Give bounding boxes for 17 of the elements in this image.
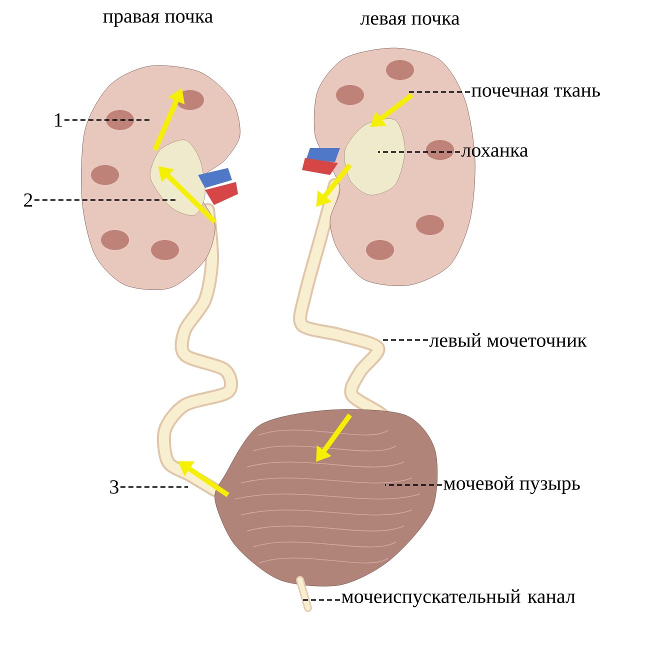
callout-label: мочевой пузырь <box>444 476 580 494</box>
callout-label: лоханка <box>461 147 528 157</box>
heading: левая почка <box>360 15 460 25</box>
leader-line <box>120 486 188 488</box>
leader-line <box>64 119 150 121</box>
callout-label: мочеиспускательный канал <box>342 589 575 608</box>
urethra-drawing <box>296 576 312 612</box>
bladder-drawing <box>214 409 438 586</box>
callout-label: 1 <box>54 113 62 127</box>
leader-line <box>34 199 178 201</box>
callout-label: 3 <box>110 480 118 494</box>
leader-line <box>303 599 340 601</box>
leader-line <box>383 339 428 341</box>
callout-label: левый мочеточник <box>429 333 587 347</box>
callout-label: 2 <box>24 193 32 207</box>
callout-label: почечная ткань <box>472 87 600 97</box>
heading: правая почка <box>103 13 213 27</box>
